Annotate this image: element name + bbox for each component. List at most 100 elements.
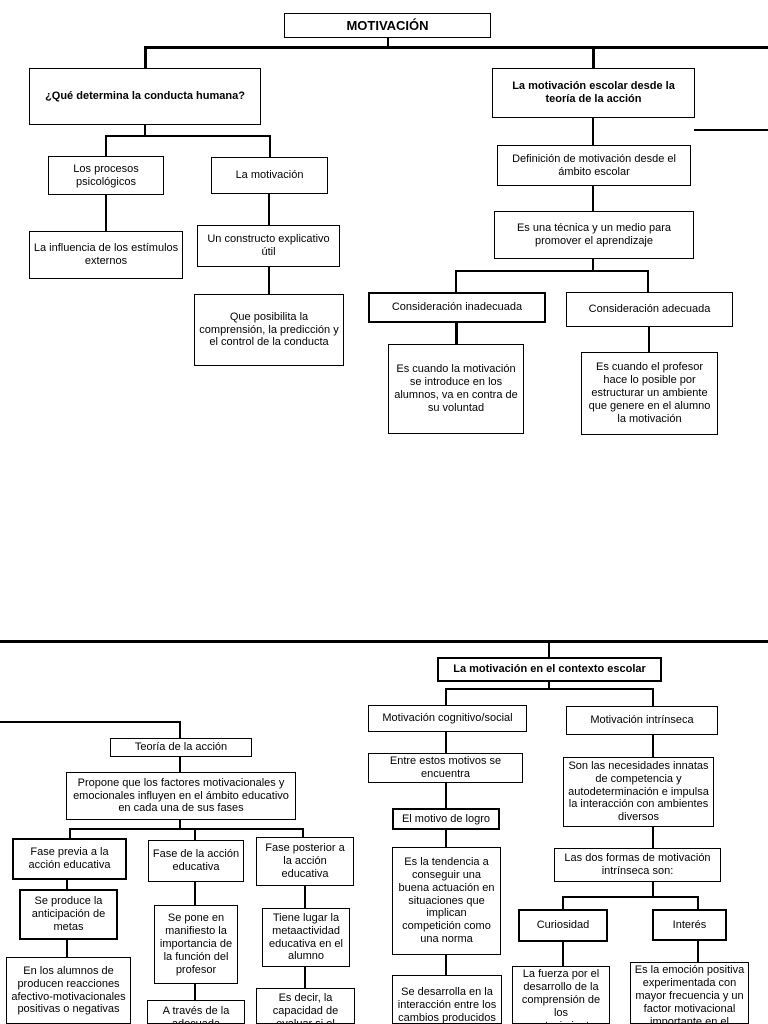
connector — [445, 955, 447, 975]
connector — [648, 327, 650, 352]
node-label: Fase de la acción educativa — [152, 848, 240, 873]
node-la-motivacion: La motivación — [211, 157, 328, 194]
connector — [592, 46, 595, 68]
node-label: La motivación escolar desde la teoría de… — [512, 80, 675, 105]
connector — [445, 688, 654, 690]
node-emocion-positiva: Es la emoción positiva experimentada con… — [630, 962, 749, 1024]
connector — [652, 688, 654, 706]
connector — [0, 640, 768, 643]
node-interes: Interés — [652, 909, 727, 941]
connector — [455, 270, 649, 272]
connector — [144, 125, 146, 136]
connector — [269, 135, 271, 157]
node-label: En los alumnos de producen reacciones af… — [11, 964, 126, 1016]
connector — [455, 270, 457, 292]
node-motivacion-title: MOTIVACIÓN — [284, 13, 491, 38]
node-es-decir: Es decir, la capacidad de evaluar si el — [256, 988, 355, 1024]
node-consideracion-adecuada: Consideración adecuada — [566, 292, 733, 327]
node-label: Motivación intrínseca — [590, 714, 694, 727]
node-label: Son las necesidades innatas de competenc… — [568, 759, 709, 824]
connector — [562, 896, 699, 898]
node-se-desarrolla: Se desarrolla en la interacción entre lo… — [392, 975, 502, 1024]
node-label: Motivación cognitivo/social — [382, 712, 513, 725]
connector — [66, 880, 68, 889]
connector — [194, 984, 196, 1000]
node-label: Es una técnica y un medio para promover … — [516, 222, 672, 247]
connector — [144, 46, 768, 49]
connector — [592, 259, 594, 271]
connector — [105, 195, 107, 231]
node-adecuada-descripcion: Es cuando el profesor hace lo posible po… — [581, 352, 718, 435]
node-reacciones-afectivo: En los alumnos de producen reacciones af… — [6, 957, 131, 1024]
node-procesos-psicologicos: Los procesos psicológicos — [48, 156, 164, 195]
node-label: Teoría de la acción — [134, 741, 228, 754]
connector — [179, 756, 181, 772]
node-label: Que posibilita la comprensión, la predic… — [199, 310, 339, 349]
node-posibilita-comprension: Que posibilita la comprensión, la predic… — [194, 294, 344, 366]
connector — [302, 828, 304, 837]
node-label: Fase previa a la acción educativa — [28, 846, 111, 871]
node-label: Propone que los factores motivacionales … — [73, 776, 289, 815]
connector — [445, 731, 447, 753]
node-metaactividad: Tiene lugar la metaactividad educativa e… — [262, 908, 350, 967]
node-label: Se produce la anticipación de metas — [31, 895, 106, 933]
connector — [105, 135, 271, 137]
connector — [592, 118, 594, 145]
connector — [69, 828, 304, 830]
node-definicion-ambito-escolar: Definición de motivación desde el ámbito… — [497, 145, 691, 186]
node-label: Es cuando la motivación se introduce en … — [394, 363, 518, 414]
connector — [387, 37, 389, 48]
connector — [69, 828, 71, 838]
node-tecnica-medio: Es una técnica y un medio para promover … — [494, 211, 694, 259]
connector — [592, 186, 594, 211]
connector — [647, 270, 649, 292]
connector — [268, 267, 270, 294]
connector — [268, 193, 270, 225]
node-label: Un constructo explicativo útil — [207, 233, 330, 258]
connector — [445, 688, 447, 705]
node-label: Interés — [672, 918, 707, 931]
node-label: Tiene lugar la metaactividad educativa e… — [269, 911, 343, 963]
connector — [562, 896, 564, 909]
node-fase-posterior: Fase posterior a la acción educativa — [256, 837, 354, 886]
connector — [304, 967, 306, 988]
connector — [652, 827, 654, 848]
node-label: Consideración adecuada — [588, 303, 711, 316]
connector — [304, 886, 306, 908]
connector — [548, 640, 550, 657]
node-manifiesto-profesor: Se pone en manifiesto la importancia de … — [154, 905, 238, 984]
node-escolar-teoria-accion: La motivación escolar desde la teoría de… — [492, 68, 695, 118]
node-motivo-logro: El motivo de logro — [392, 808, 500, 830]
connector — [179, 820, 181, 829]
connector — [697, 941, 699, 962]
connector — [194, 882, 196, 905]
node-anticipacion-metas: Se produce la anticipación de metas — [19, 889, 118, 940]
connector — [105, 135, 107, 156]
connector — [652, 882, 654, 898]
node-label: Definición de motivación desde el ámbito… — [512, 152, 676, 178]
node-label: Es la emoción positiva experimentada con… — [634, 964, 745, 1024]
node-contexto-escolar: La motivación en el contexto escolar — [437, 657, 662, 682]
node-q-conducta-humana: ¿Qué determina la conducta humana? — [29, 68, 261, 125]
node-influencia-estimulos: La influencia de los estímulos externos — [29, 231, 183, 279]
node-constructo-explicativo: Un constructo explicativo útil — [197, 225, 340, 267]
connector — [652, 734, 654, 757]
connector — [694, 129, 768, 131]
node-label: Se desarrolla en la interacción entre lo… — [397, 986, 497, 1024]
node-label: Fase posterior a la acción educativa — [265, 842, 345, 880]
connector — [562, 942, 564, 966]
node-label: A través de la adecuada — [162, 1005, 230, 1024]
node-fase-accion: Fase de la acción educativa — [148, 840, 244, 882]
connector — [144, 46, 147, 69]
node-entre-motivos: Entre estos motivos se encuentra — [368, 753, 523, 783]
connector — [445, 783, 447, 808]
connector — [0, 721, 181, 723]
node-motivacion-intrinseca: Motivación intrínseca — [566, 706, 718, 735]
connector — [194, 828, 196, 840]
node-teoria-de-la-accion: Teoría de la acción — [110, 738, 252, 757]
node-inadecuada-descripcion: Es cuando la motivación se introduce en … — [388, 344, 524, 434]
connector — [455, 322, 458, 344]
node-label: Es cuando el profesor hace lo posible po… — [588, 361, 711, 425]
node-label: El motivo de logro — [401, 812, 491, 825]
